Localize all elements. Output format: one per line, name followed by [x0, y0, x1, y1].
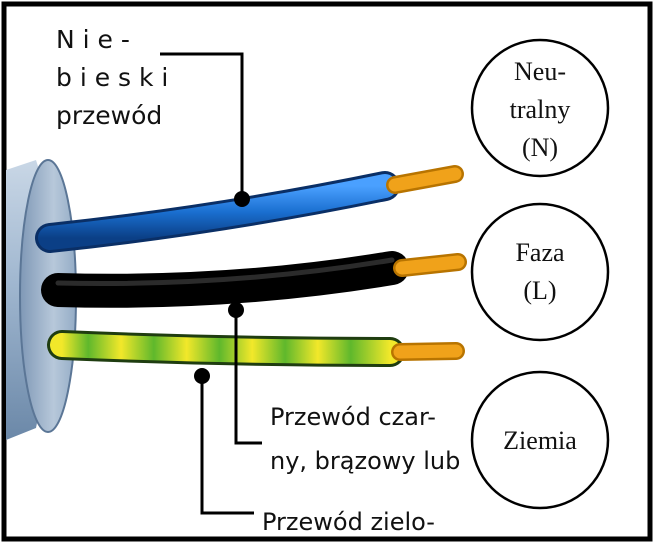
terminal-neutral-line-1: Neu- [514, 57, 566, 86]
blue-wire-label-line-1: N i e - [56, 25, 130, 54]
earth-wire [47, 330, 465, 367]
black-wire-label-line-1: Przewód czar- [270, 403, 436, 431]
terminal-earth-line-1: Ziemia [503, 426, 577, 455]
terminal-earth: Ziemia [470, 370, 610, 510]
blue-wire-label-line-2: b i e s k i [56, 63, 168, 92]
earth-wire-marker [194, 368, 210, 384]
leader-lines [160, 52, 262, 515]
black-wire [41, 251, 467, 308]
black-wire-marker [228, 302, 244, 318]
blue-wire-label-line-3: przewód [56, 101, 162, 130]
terminal-neutral-line-3: (N) [522, 133, 558, 162]
terminal-neutral-line-2: tralny [510, 95, 571, 124]
blue-wire [35, 165, 464, 253]
black-wire-label: Przewód czar- ny, brązowy lub [270, 403, 460, 475]
black-wire-label-line-2: ny, brązowy lub [270, 447, 460, 475]
blue-wire-marker [234, 191, 250, 207]
terminal-phase: Faza (L) [470, 202, 610, 342]
terminal-phase-line-1: Faza [515, 238, 565, 267]
terminal-phase-line-2: (L) [523, 276, 556, 305]
earth-wire-label-line-1: Przewód zielo- [262, 508, 435, 536]
terminal-neutral: Neu- tralny (N) [470, 38, 610, 178]
blue-wire-label: N i e - b i e s k i przewód [56, 25, 168, 130]
earth-wire-label: Przewód zielo- [262, 508, 435, 536]
